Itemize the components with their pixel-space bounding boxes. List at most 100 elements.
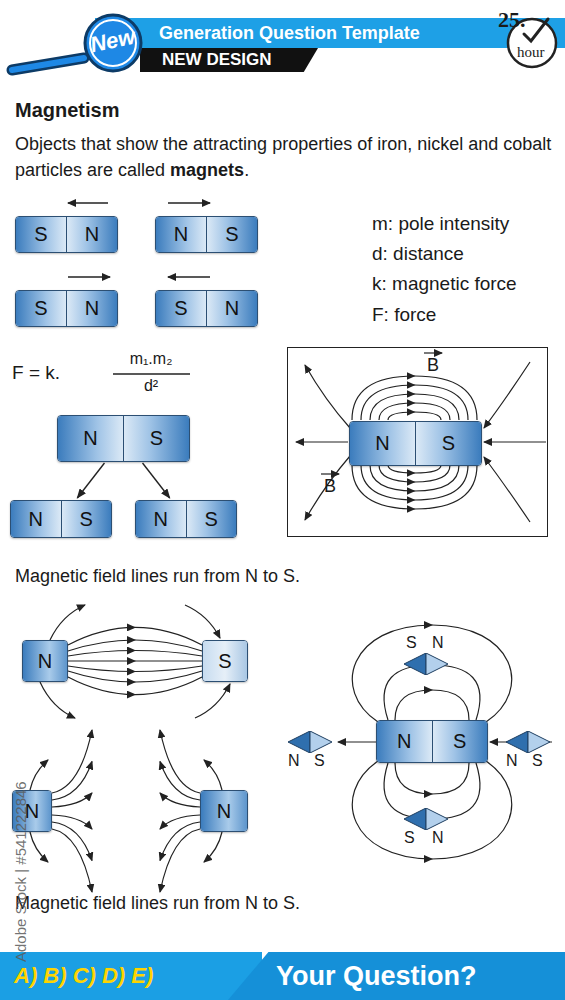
force-arrow xyxy=(68,202,108,203)
node-text: B xyxy=(427,355,439,376)
field-line xyxy=(204,760,222,790)
text-label: k: magnetic force xyxy=(372,273,517,295)
needle-half xyxy=(426,653,448,675)
field-line xyxy=(352,625,511,722)
node-text: hour xyxy=(517,44,545,61)
field-line xyxy=(52,762,92,801)
field-lines xyxy=(30,362,552,892)
field-line xyxy=(296,441,348,442)
field-line xyxy=(484,457,530,522)
force-arrow xyxy=(168,276,210,277)
field-line xyxy=(379,403,450,420)
question-band: Your Question? xyxy=(228,952,565,1000)
pole-letter: N xyxy=(207,291,257,326)
field-line xyxy=(370,465,459,491)
bar-magnet: SN xyxy=(15,290,118,327)
pole-letter: S xyxy=(187,501,237,537)
pole-letter: N xyxy=(11,501,62,537)
field-line xyxy=(50,605,85,640)
field-line xyxy=(40,682,75,718)
new-badge: New xyxy=(82,12,144,74)
node-text: N xyxy=(288,752,300,770)
text-label: m₁.m₂ xyxy=(111,350,191,368)
field-line xyxy=(68,627,202,645)
vector-arrow xyxy=(424,352,442,353)
text-label: Magnetic field lines run from N to S. xyxy=(15,566,300,587)
bar-magnet: SN xyxy=(15,216,118,253)
needle-half xyxy=(506,731,528,753)
field-line xyxy=(361,465,468,500)
field-line xyxy=(384,665,480,720)
pole-letter: N xyxy=(67,291,117,326)
field-line xyxy=(68,651,202,657)
node-text: B xyxy=(324,476,336,497)
needle-half xyxy=(310,731,332,753)
field-line xyxy=(395,690,469,720)
page-title: Magnetism xyxy=(15,99,119,122)
text-label: d: distance xyxy=(372,243,464,265)
field-line xyxy=(30,760,48,790)
field-line xyxy=(305,456,350,520)
bar-magnet: NS xyxy=(10,500,112,538)
field-line xyxy=(160,829,200,892)
needle-half xyxy=(528,731,550,753)
field-line xyxy=(52,730,92,793)
needle-half xyxy=(404,653,426,675)
paragraph: Objects that show the attracting propert… xyxy=(15,131,563,183)
node-text: S xyxy=(404,829,415,847)
check-mark xyxy=(524,19,548,41)
bar-magnet: SN xyxy=(155,290,258,327)
force-arrow xyxy=(68,276,110,277)
compass-needle xyxy=(404,808,448,830)
pole-letter: S xyxy=(62,501,112,537)
clock-badge: 25. hour xyxy=(498,10,560,70)
field-line xyxy=(388,465,441,473)
node-text: N xyxy=(432,634,444,652)
magnifier-handle xyxy=(12,58,84,70)
paragraph-text: Objects that show the attracting propert… xyxy=(15,134,551,180)
field-line xyxy=(484,362,530,428)
field-line xyxy=(379,465,450,482)
field-line xyxy=(160,730,200,793)
field-line xyxy=(160,762,200,801)
node-text: S xyxy=(406,634,417,652)
field-line xyxy=(68,640,202,651)
pole-letter: N xyxy=(201,791,247,831)
field-line xyxy=(185,605,220,638)
magnifier-handle xyxy=(12,58,84,70)
node-text: N xyxy=(506,752,518,770)
node-text: NEW DESIGN xyxy=(140,50,272,70)
pole-letter: S xyxy=(156,291,207,326)
needle-half xyxy=(288,731,310,753)
field-line xyxy=(160,815,200,829)
text-label: F: force xyxy=(372,304,436,326)
field-line xyxy=(352,465,477,509)
bar-magnet: NS xyxy=(349,421,482,466)
compass-needle xyxy=(404,808,448,830)
pole-letter: S xyxy=(203,641,247,681)
compass-needle xyxy=(506,731,550,753)
pole-letter: S xyxy=(124,416,189,461)
field-line xyxy=(52,829,92,892)
field-line xyxy=(160,793,200,807)
pole-letter: N xyxy=(23,641,67,681)
paragraph-text: magnets xyxy=(170,160,244,180)
fraction-line xyxy=(113,373,190,374)
compass-needle xyxy=(404,653,448,675)
text-label: d² xyxy=(111,377,191,395)
compass-needle xyxy=(288,731,332,753)
compass: SN xyxy=(400,808,452,852)
field-line xyxy=(68,666,202,672)
field-line xyxy=(68,671,202,682)
compass-needle xyxy=(506,731,550,753)
bar-magnet: NS xyxy=(376,720,488,763)
pole-letter: S xyxy=(207,217,257,252)
node-text: 25. xyxy=(498,7,526,33)
text-label: m: pole intensity xyxy=(372,213,509,235)
magnet-pole: S xyxy=(202,640,248,682)
field-line xyxy=(52,793,92,807)
node-text: Your Question? xyxy=(228,961,477,992)
watermark: Adobe Stock | #541222846 xyxy=(12,781,29,962)
field-line xyxy=(352,376,477,420)
node-text: S xyxy=(314,752,325,770)
